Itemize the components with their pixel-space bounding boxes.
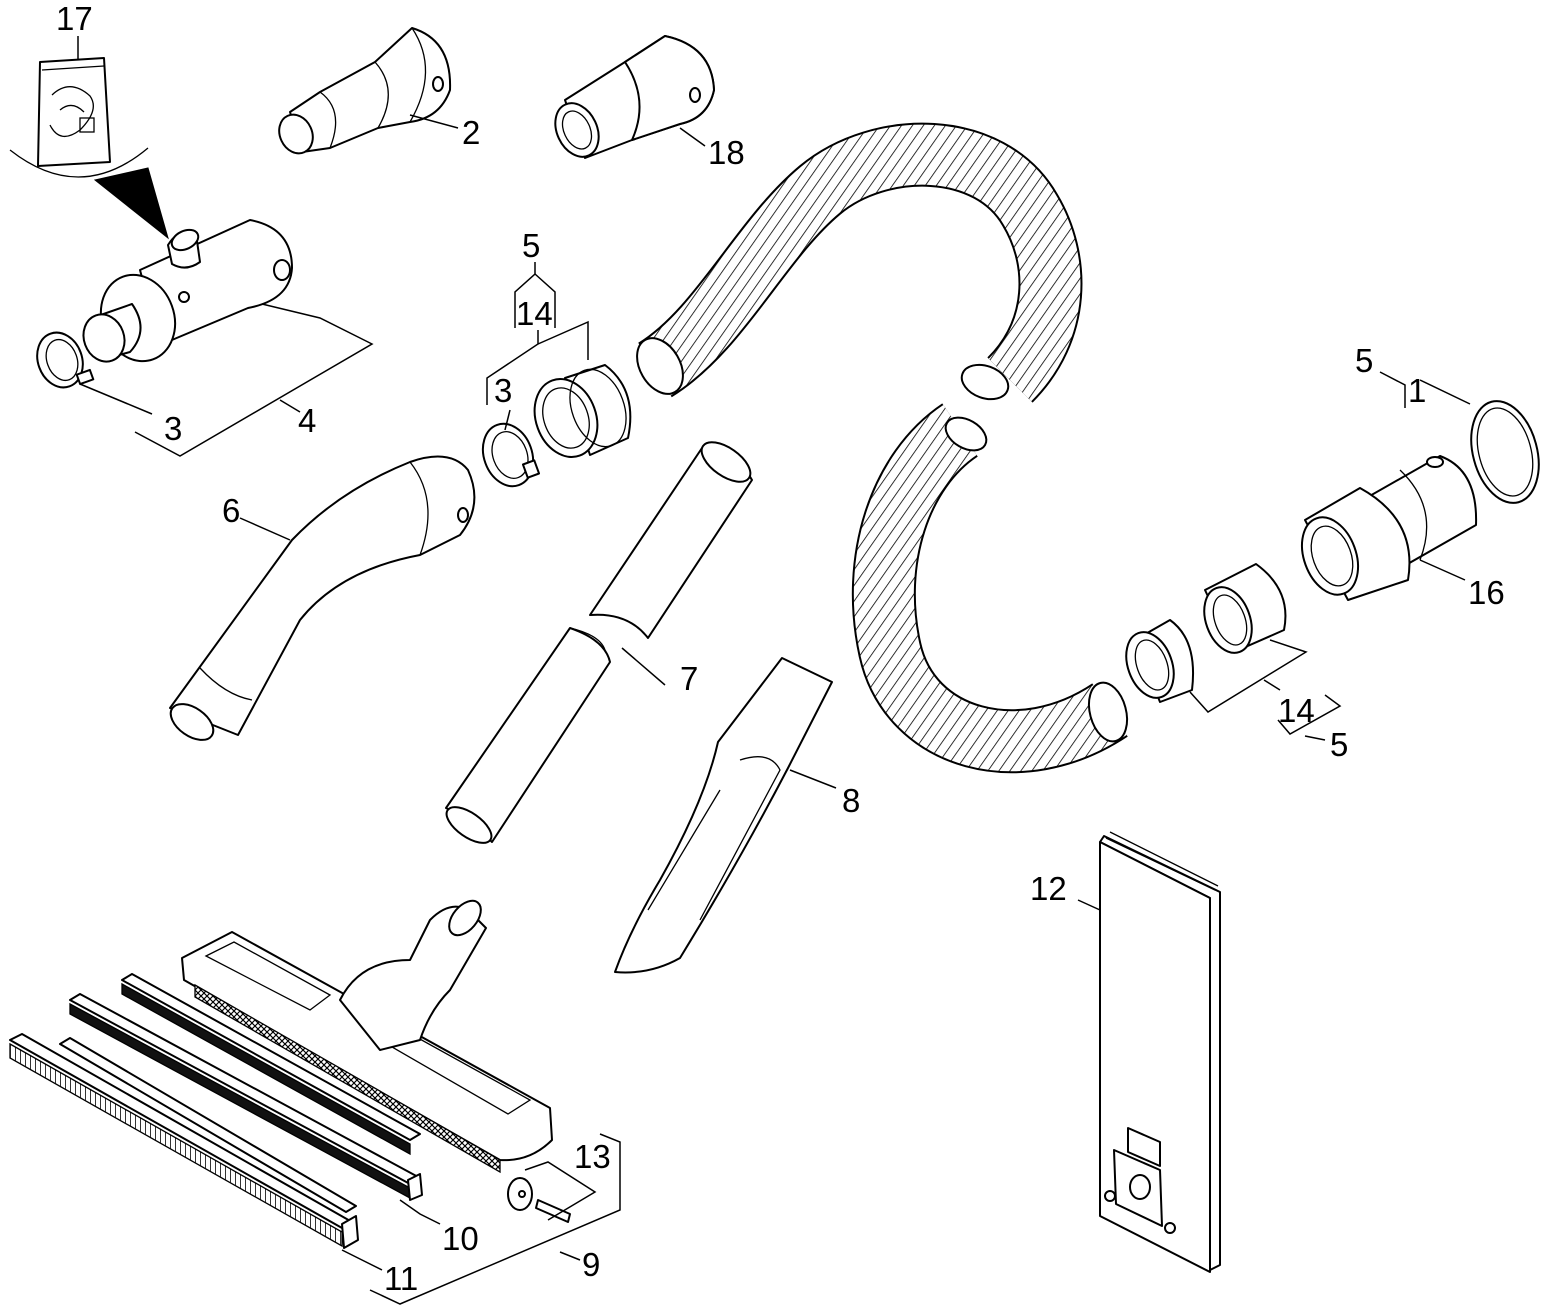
dust-bag-package — [9, 57, 169, 240]
machine-connector — [1300, 455, 1478, 601]
rubber-strips — [9, 1033, 359, 1249]
label-5-right: 5 — [1355, 342, 1373, 379]
part-labels: 17 2 18 5 14 3 3 4 6 7 8 5 1 16 14 5 12 … — [56, 0, 1505, 1297]
hose-sleeve-lower — [1125, 563, 1287, 703]
wheel-axle — [507, 1177, 571, 1223]
label-14-top: 14 — [516, 295, 553, 332]
label-3-left: 3 — [164, 410, 182, 447]
label-13: 13 — [574, 1138, 611, 1175]
ribbed-hose-adapter — [554, 35, 715, 159]
hose-sleeve-upper — [533, 364, 632, 458]
crevice-nozzle — [614, 657, 833, 974]
label-18: 18 — [708, 134, 745, 171]
ring-clip-left — [36, 331, 95, 389]
label-1: 1 — [1408, 372, 1426, 409]
label-4: 4 — [298, 402, 316, 439]
label-17: 17 — [56, 0, 93, 37]
bent-handle — [169, 455, 476, 741]
label-12: 12 — [1030, 870, 1067, 907]
label-3-middle: 3 — [494, 372, 512, 409]
suction-hose — [636, 122, 1129, 774]
label-5-top: 5 — [522, 227, 540, 264]
leader-lines — [77, 36, 1471, 1305]
label-10: 10 — [442, 1220, 479, 1257]
floor-nozzle — [181, 899, 553, 1174]
filter-bags — [1099, 831, 1221, 1273]
label-8: 8 — [842, 782, 860, 819]
label-16: 16 — [1468, 574, 1505, 611]
label-14-bottom: 14 — [1278, 692, 1315, 729]
brush-strips — [69, 973, 423, 1201]
seal-ring — [1470, 400, 1540, 504]
label-9: 9 — [582, 1246, 600, 1283]
label-6: 6 — [222, 492, 240, 529]
label-11: 11 — [384, 1260, 418, 1297]
handle-adapter — [82, 219, 293, 363]
label-2: 2 — [462, 114, 480, 151]
ring-clip-middle — [481, 422, 541, 488]
stepped-adapter — [278, 27, 452, 155]
extension-tubes — [445, 441, 753, 844]
label-7: 7 — [680, 660, 698, 697]
label-5-bottom: 5 — [1330, 726, 1348, 763]
